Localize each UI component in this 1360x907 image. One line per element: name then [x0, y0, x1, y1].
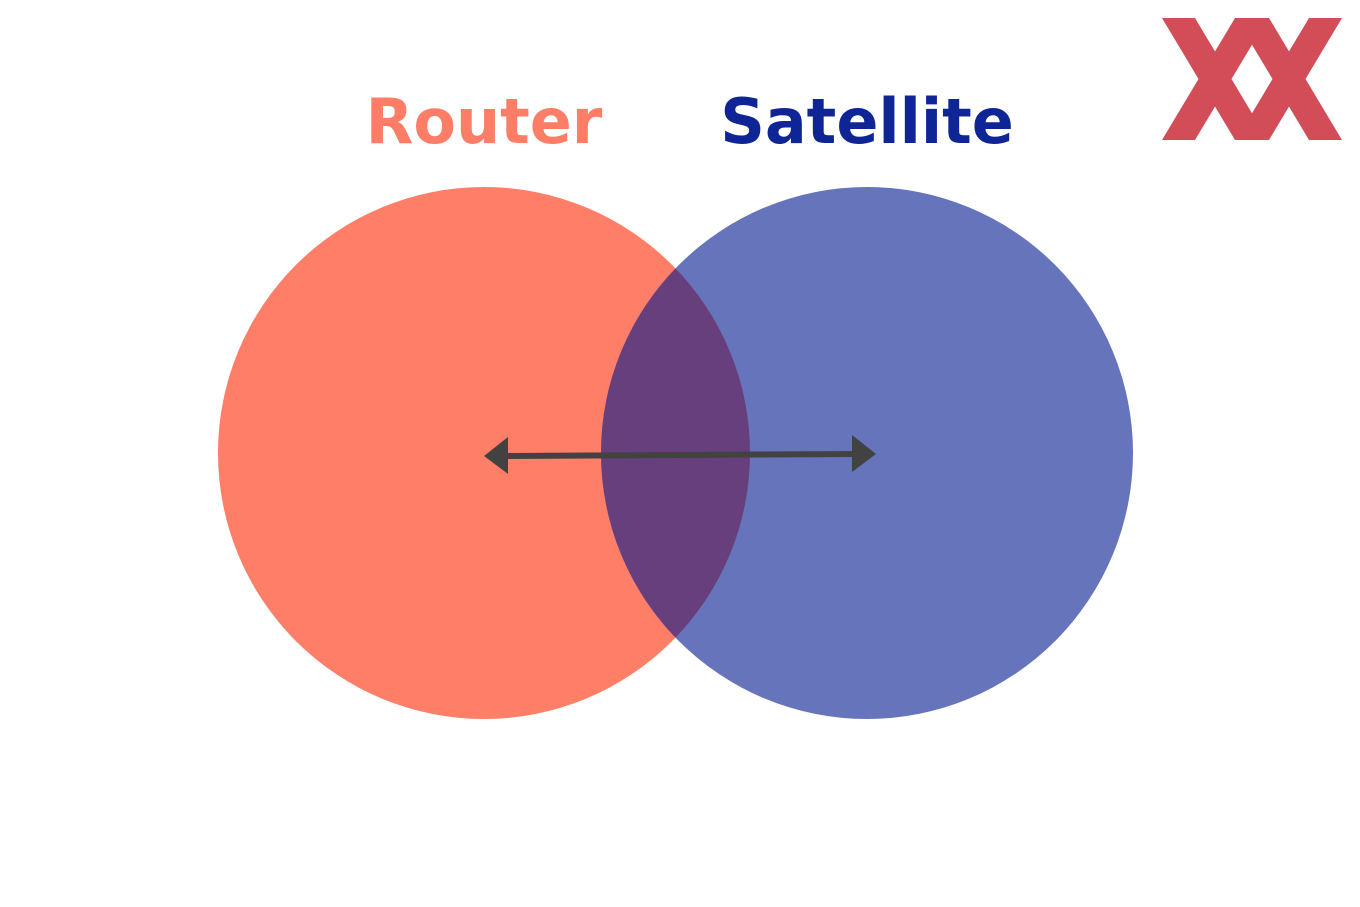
satellite-label: Satellite: [720, 85, 1014, 158]
double-x-logo-icon: [1162, 18, 1342, 140]
router-label: Router: [366, 85, 603, 158]
double-headed-arrow-icon: [484, 435, 876, 474]
router-circle: [218, 187, 750, 719]
